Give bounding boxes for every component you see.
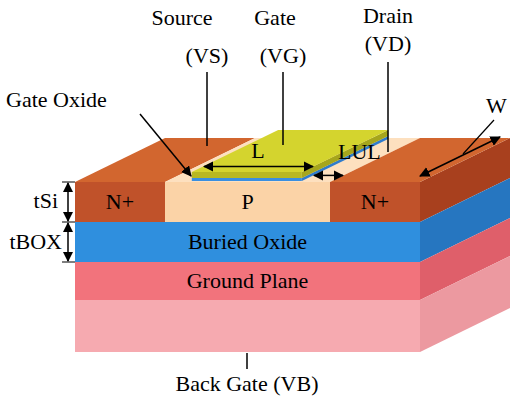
region-label: N+: [361, 190, 389, 214]
pointer-arrow: [140, 114, 191, 176]
dimension-label: W: [486, 94, 507, 118]
substrate-side: [420, 256, 510, 352]
dimension-label: L: [251, 139, 264, 163]
drain-top: [330, 138, 510, 182]
ground-plane-layer: Ground Plane: [75, 262, 420, 300]
terminal-name: Source: [151, 6, 212, 30]
part-name: Gate Oxide: [6, 88, 107, 112]
terminal-name: Gate: [254, 6, 296, 30]
channel-region: P: [165, 182, 330, 222]
width-dimension: [420, 137, 500, 176]
length-dimension: [204, 166, 313, 168]
dimension-label: tSi: [34, 189, 58, 213]
box-thickness-dimension: [67, 223, 69, 261]
region-label: N+: [106, 190, 134, 214]
gate-top: [192, 130, 388, 172]
dimension-label: LUL: [338, 140, 381, 164]
terminal-name: Back Gate (VB): [176, 372, 319, 396]
dimension-tick: [62, 222, 75, 223]
underlap-dimension: [314, 175, 343, 177]
drain-region: N+: [330, 182, 420, 222]
drain-lead: [387, 62, 389, 152]
dimension-label: tBOX: [9, 230, 62, 254]
silicon-thickness-dimension: [67, 183, 69, 221]
dimension-tick: [62, 262, 75, 263]
voltage-label: (VS): [186, 44, 229, 68]
buried-oxide-layer: Buried Oxide: [75, 222, 420, 262]
substrate-front: [75, 300, 420, 352]
width-leader: [463, 120, 494, 154]
gate-oxide-front: [192, 178, 302, 181]
voltage-label: (VD): [365, 32, 411, 56]
back-gate-lead: [246, 353, 248, 369]
gate-front: [192, 172, 302, 178]
region-label: Buried Oxide: [188, 230, 307, 254]
region-label: P: [241, 190, 253, 214]
region-label: Ground Plane: [187, 269, 309, 293]
source-region: N+: [75, 182, 165, 222]
voltage-label: (VG): [260, 44, 306, 68]
terminal-name: Drain: [363, 4, 413, 28]
source-lead: [206, 72, 208, 146]
dimension-tick: [62, 182, 75, 183]
gate-lead: [282, 72, 284, 145]
